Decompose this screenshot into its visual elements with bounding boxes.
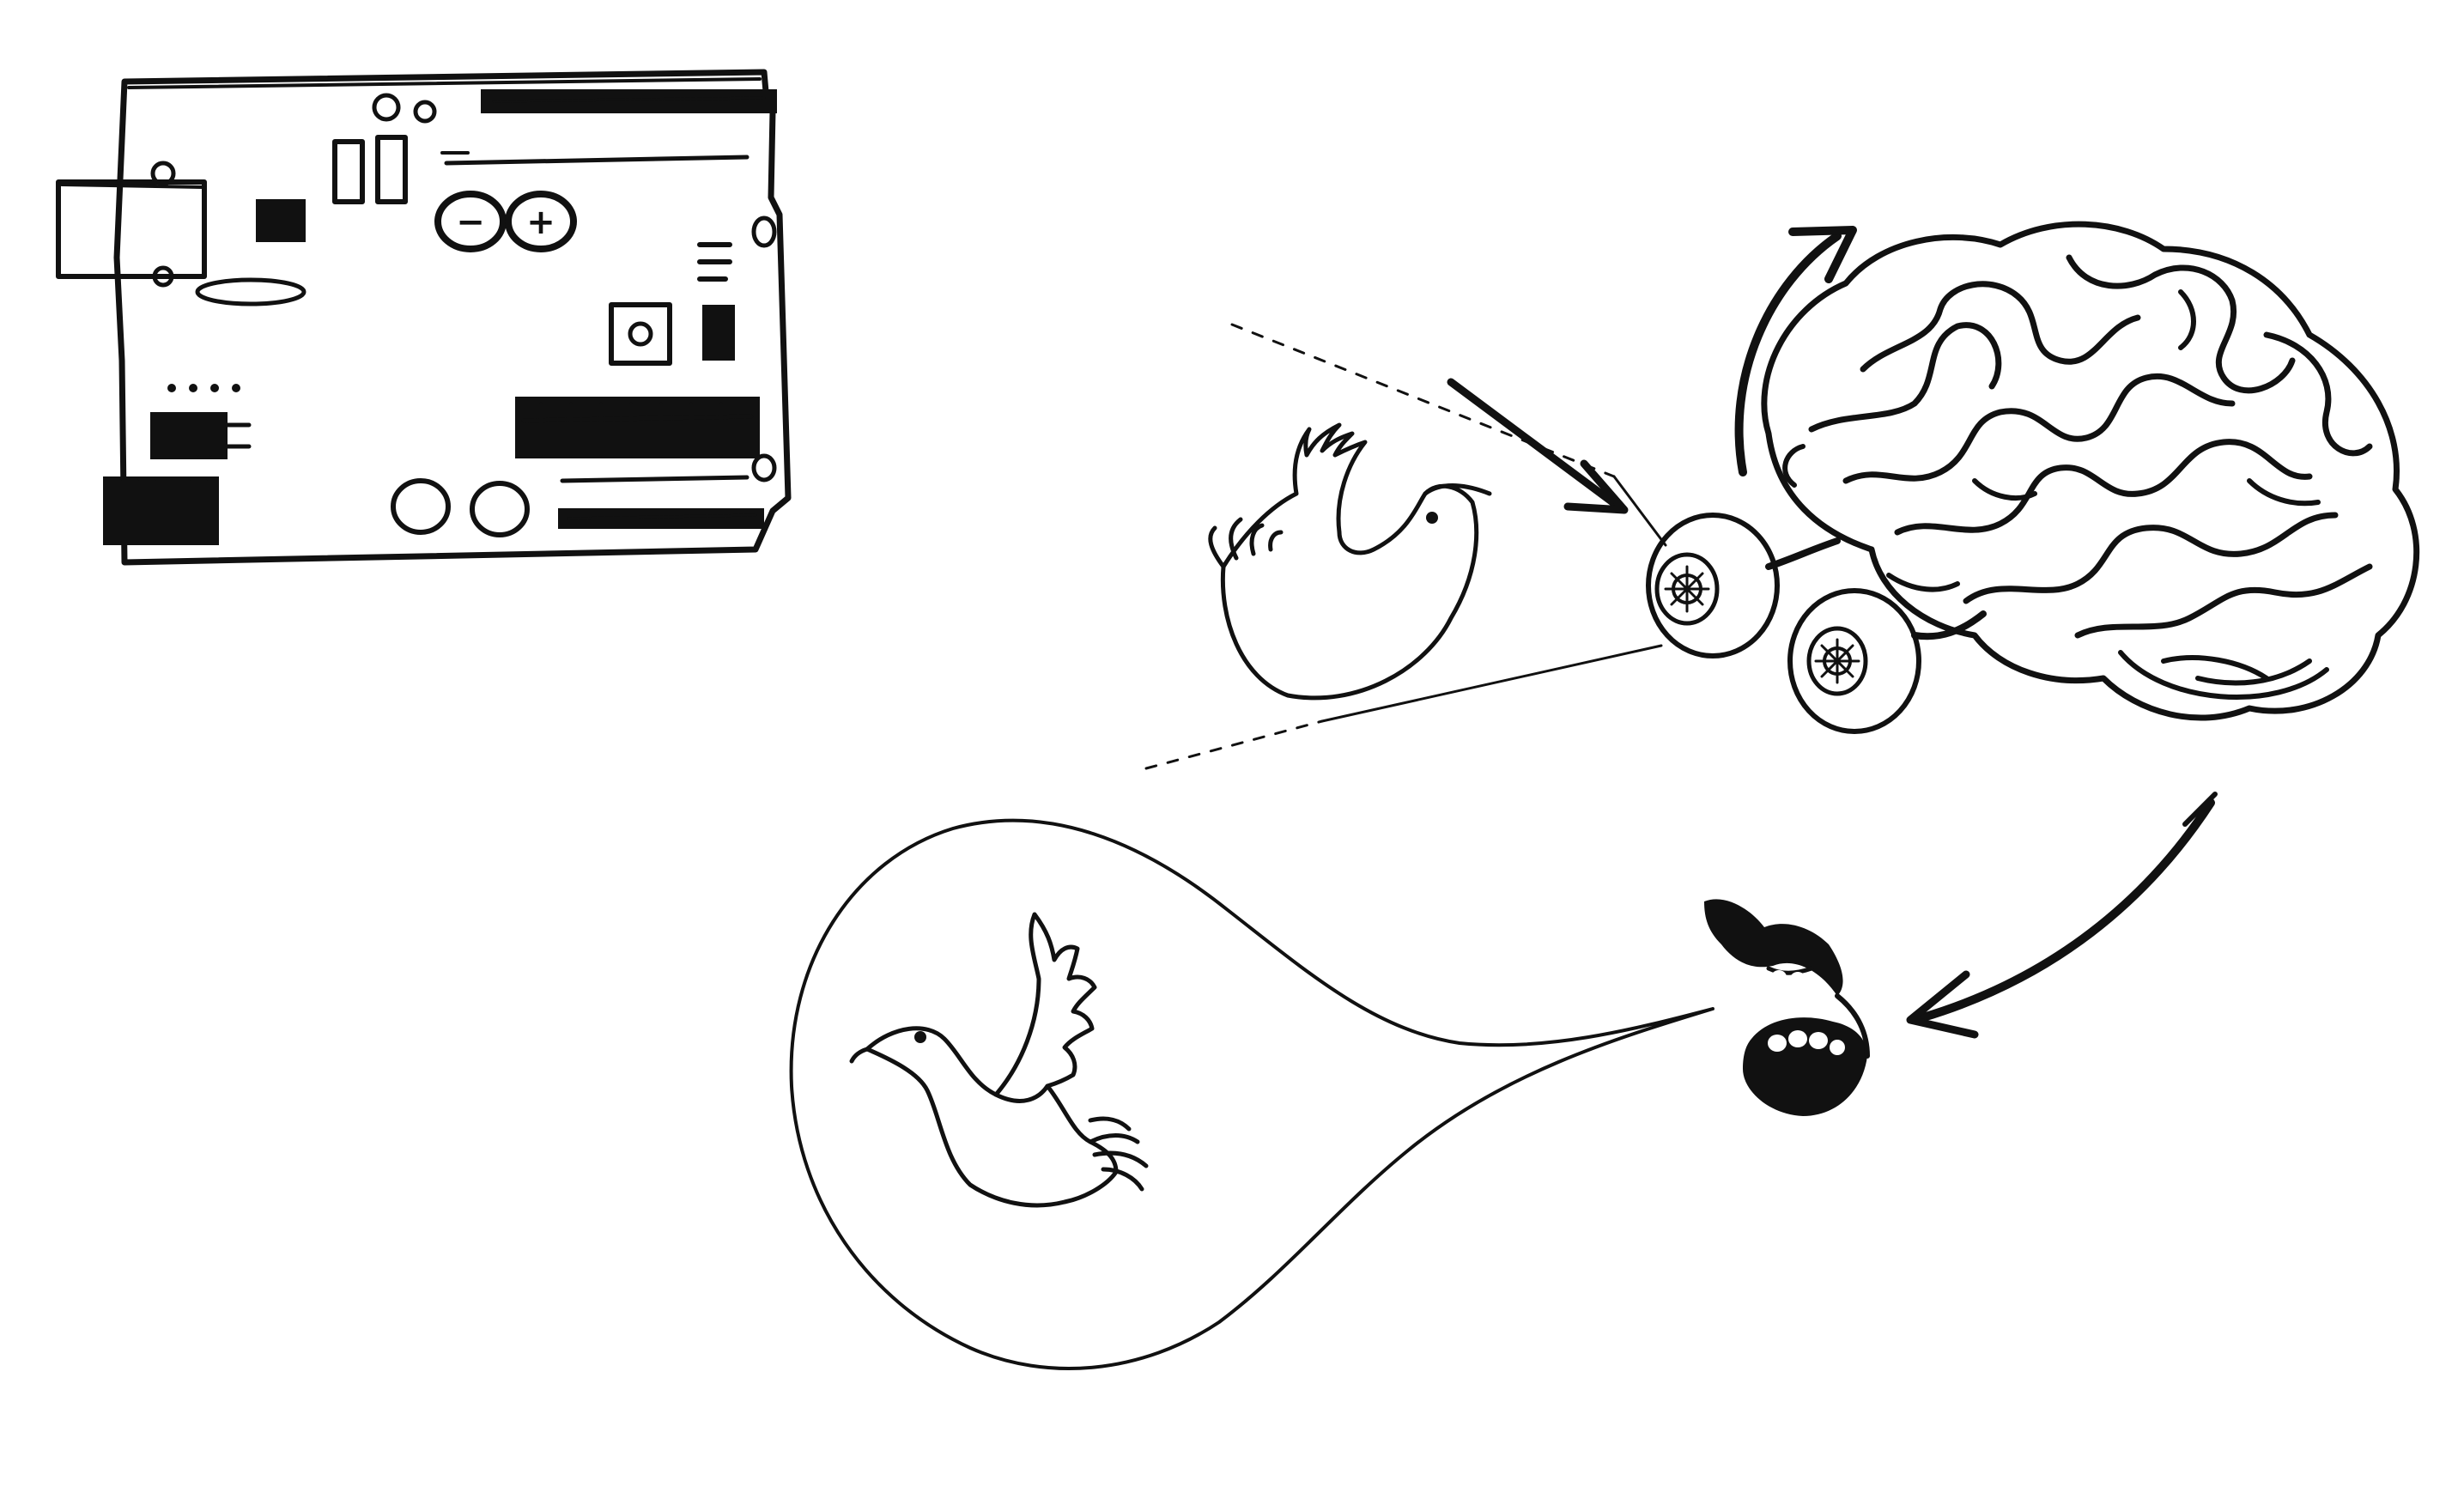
brain-icon (1761, 221, 2420, 721)
logo-plus: + (526, 203, 555, 242)
sight-line-upper (1230, 323, 1616, 478)
speech-bubble-icon (789, 818, 1714, 1370)
microcontroller-board-icon: − + (56, 69, 792, 566)
logo-minus: − (456, 203, 485, 242)
dove-icon (1208, 422, 1492, 701)
optic-nerve-lower (1911, 610, 1987, 640)
sight-line-upper-solid (1612, 475, 1667, 547)
sight-line-lower-solid (1320, 644, 1663, 723)
curved-arrow-icon-down (1906, 792, 2218, 1039)
dove-icon-bubble (849, 912, 1149, 1208)
sight-line-lower (1144, 719, 1324, 770)
optic-nerve-upper (1765, 537, 1841, 570)
open-mouth-icon (1704, 899, 1870, 1116)
curved-arrow-icon (1734, 226, 1857, 476)
board-logo: − + (434, 191, 577, 252)
straight-arrow-icon (1447, 378, 1629, 514)
eyeball-icon (1646, 513, 1780, 658)
eyeball-icon-second (1787, 588, 1921, 734)
